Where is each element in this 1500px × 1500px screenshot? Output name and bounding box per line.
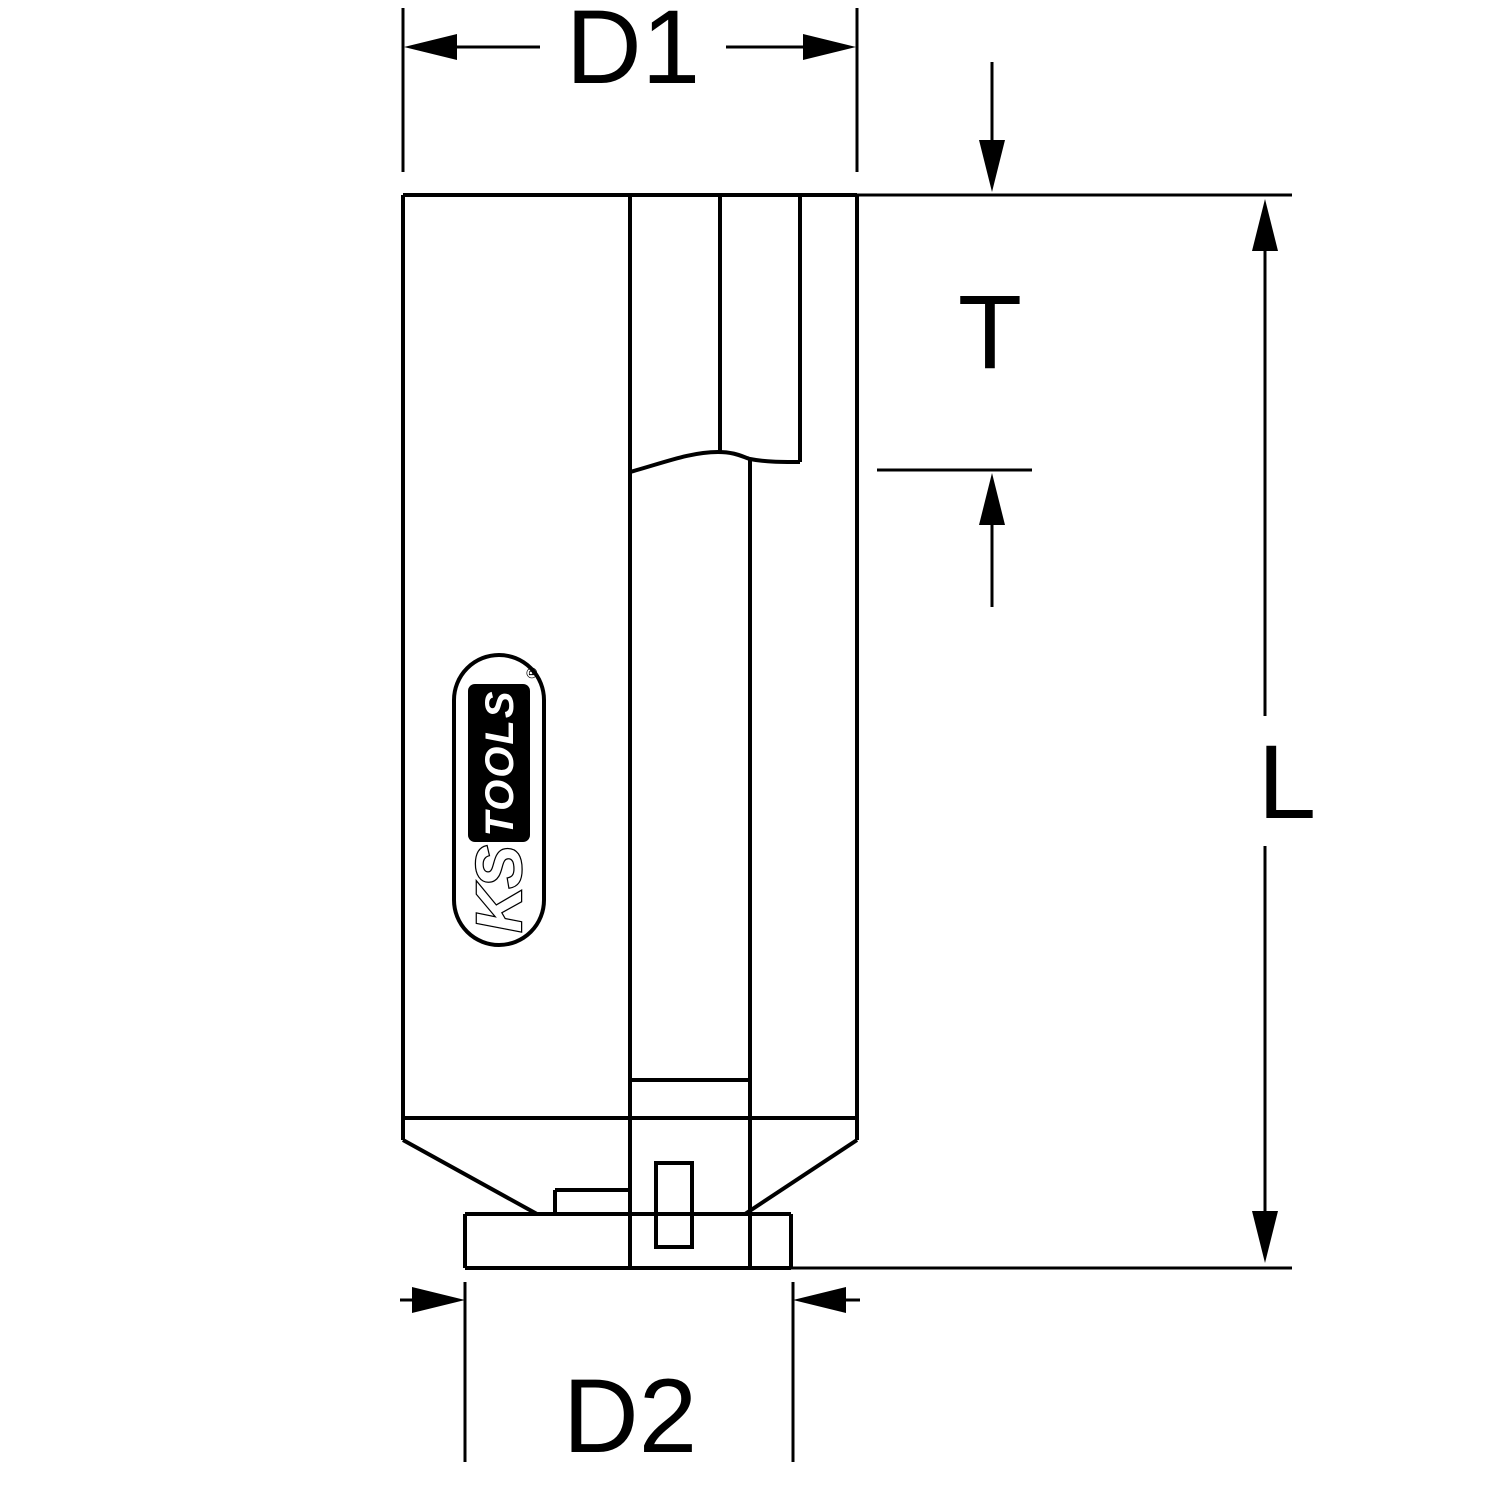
reference-lines (791, 193, 1292, 1270)
d1-arrow-right-icon (803, 34, 856, 60)
t-arrow-down-icon (979, 140, 1005, 192)
left-chamfer (402, 1138, 538, 1216)
dimension-l: L (1244, 199, 1326, 1263)
dimension-t-label: T (958, 274, 1022, 391)
dimension-d2: D2 (400, 1282, 860, 1475)
d2-arrow-left-icon (793, 1287, 846, 1313)
pin-hole (654, 1161, 694, 1249)
dimension-l-label: L (1258, 724, 1316, 841)
hex-bottom-curve (629, 449, 801, 474)
logo-suffix-text: TOOLS (478, 689, 522, 836)
dimension-d1-label: D1 (566, 0, 700, 106)
l-arrow-down-icon (1252, 1211, 1278, 1263)
right-chamfer (743, 1138, 859, 1216)
dimension-d2-label: D2 (563, 1358, 697, 1475)
dimension-d1: D1 (401, 0, 859, 172)
logo-registered-mark: ® (524, 667, 541, 678)
l-label-mask (1244, 716, 1326, 846)
logo-brand-text: KS (463, 845, 535, 932)
l-arrow-up-icon (1252, 199, 1278, 251)
t-arrow-up-icon (979, 473, 1005, 525)
ks-tools-logo: KS TOOLS ® (452, 653, 546, 947)
dimension-t: T (958, 62, 1022, 607)
d2-arrow-right-icon (412, 1287, 465, 1313)
socket-body (401, 193, 859, 1270)
d1-arrow-left-icon (404, 34, 457, 60)
logo-tools-box (468, 684, 530, 842)
